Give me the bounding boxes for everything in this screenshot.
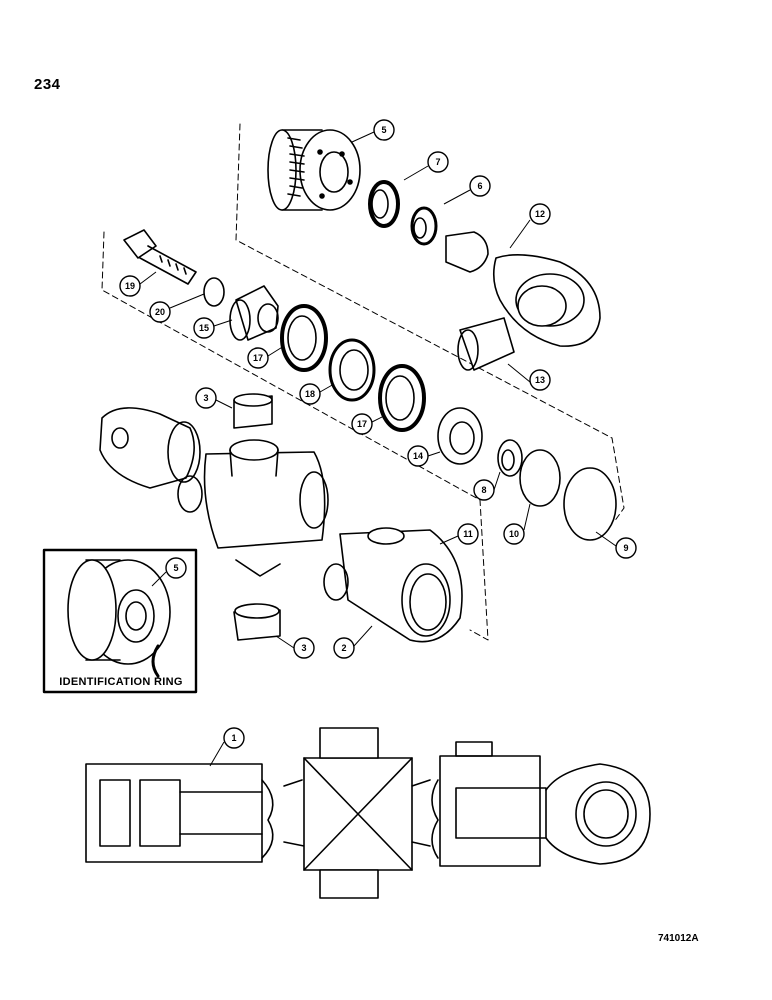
gland-part-5 [267, 129, 361, 211]
callout-8-label: 8 [481, 485, 486, 495]
callout-7 [427, 151, 449, 173]
callout-19-label: 19 [125, 281, 135, 291]
callout-17a [247, 347, 269, 369]
callout-15 [193, 317, 215, 339]
dashed-assembly-lines [101, 123, 625, 641]
bolt-part-19 [123, 229, 197, 285]
callout-5-inset-label: 5 [173, 563, 178, 573]
callout-2-label: 2 [341, 643, 346, 653]
callout-10 [503, 523, 525, 545]
oring-part-9 [563, 467, 617, 541]
callout-13-label: 13 [535, 375, 545, 385]
callouts [119, 119, 637, 749]
callout-5 [373, 119, 395, 141]
inset-caption: IDENTIFICATION RING [59, 676, 183, 688]
callout-12-label: 12 [535, 209, 545, 219]
callout-6 [469, 175, 491, 197]
callout-6-label: 6 [477, 181, 482, 191]
callout-12 [529, 203, 551, 225]
assembled-cylinder [85, 727, 651, 899]
cylinder-cap-left [99, 407, 203, 513]
callout-9 [615, 537, 637, 559]
bushing-part-13 [457, 317, 515, 371]
ring-part-8 [497, 439, 523, 477]
drawing-code: 741012A [658, 933, 699, 944]
callout-11-label: 11 [463, 529, 473, 539]
callout-20 [149, 301, 171, 323]
callout-9-label: 9 [623, 543, 628, 553]
callout-20-label: 20 [155, 307, 165, 317]
barrel-part-2 [323, 527, 463, 643]
ring-part-6 [410, 206, 438, 246]
callout-18-label: 18 [305, 389, 315, 399]
callout-3a-label: 3 [203, 393, 208, 403]
callout-1 [223, 727, 245, 749]
callout-15-label: 15 [199, 323, 209, 333]
rod-eye-part-12 [445, 231, 601, 347]
callout-5-label: 5 [381, 125, 386, 135]
callout-1-label: 1 [231, 733, 236, 743]
callout-17b-label: 17 [357, 419, 367, 429]
callout-11 [457, 523, 479, 545]
callout-17a-label: 17 [253, 353, 263, 363]
callout-5-inset [165, 557, 187, 579]
callout-7-label: 7 [435, 157, 440, 167]
piston-part-15 [229, 285, 279, 341]
inset-box [42, 548, 198, 694]
callout-13 [529, 369, 551, 391]
seal-part-17-a [280, 304, 328, 372]
callout-19 [119, 275, 141, 297]
trunnion-cross [203, 439, 329, 577]
callout-3a [195, 387, 217, 409]
ring-part-18 [328, 338, 376, 402]
callout-2 [333, 637, 355, 659]
callout-10-label: 10 [509, 529, 519, 539]
oring-part-10 [519, 449, 561, 507]
washer-part-20 [203, 277, 225, 307]
seal-part-7 [368, 180, 400, 228]
piston-part-14 [437, 407, 483, 465]
page-number: 234 [34, 76, 61, 93]
seal-part-17-b [378, 364, 426, 432]
callout-18 [299, 383, 321, 405]
callout-17b [351, 413, 373, 435]
leader-lines [139, 131, 617, 767]
callout-14-label: 14 [413, 451, 423, 461]
bushing-part-3-a [233, 393, 273, 429]
bushing-part-3-b [233, 603, 281, 641]
callout-3b-label: 3 [301, 643, 306, 653]
